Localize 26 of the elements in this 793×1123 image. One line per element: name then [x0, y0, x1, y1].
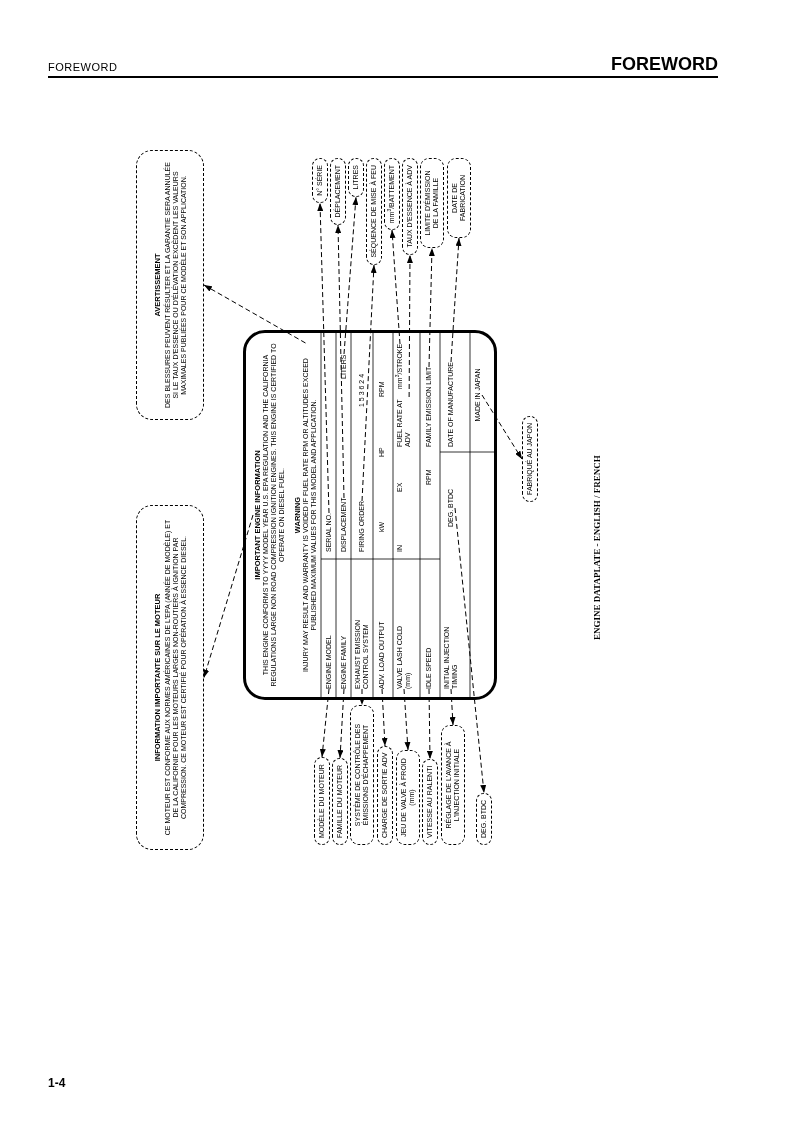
- translation-panel: [136, 150, 204, 420]
- data-plate: [243, 330, 497, 700]
- leader-line: [337, 688, 345, 759]
- leader-line: [203, 514, 254, 678]
- page-number: 1-4: [48, 1076, 66, 1090]
- leader-line: [317, 202, 330, 514]
- leader-line: [403, 688, 411, 751]
- leader-line: [449, 688, 456, 726]
- leader-line: [319, 688, 330, 758]
- leader-line: [389, 229, 401, 345]
- leader-line: [343, 196, 359, 355]
- leader-line: [454, 507, 487, 794]
- leader-line: [203, 284, 306, 344]
- leader-line: [335, 224, 345, 499]
- leader-line: [381, 688, 388, 747]
- translation-panel: [136, 505, 204, 850]
- figure-caption: ENGINE DATAPLATE - ENGLISH / FRENCH: [592, 455, 602, 640]
- leader-line: [361, 264, 377, 502]
- section-title: FOREWORD: [611, 54, 718, 75]
- leader-line: [406, 254, 413, 398]
- running-header: FOREWORD: [48, 61, 118, 73]
- leader-line: [481, 394, 523, 460]
- leader-line: [359, 688, 365, 706]
- leader-line: [426, 688, 433, 760]
- leader-line: [428, 247, 435, 368]
- leader-line: [450, 237, 462, 363]
